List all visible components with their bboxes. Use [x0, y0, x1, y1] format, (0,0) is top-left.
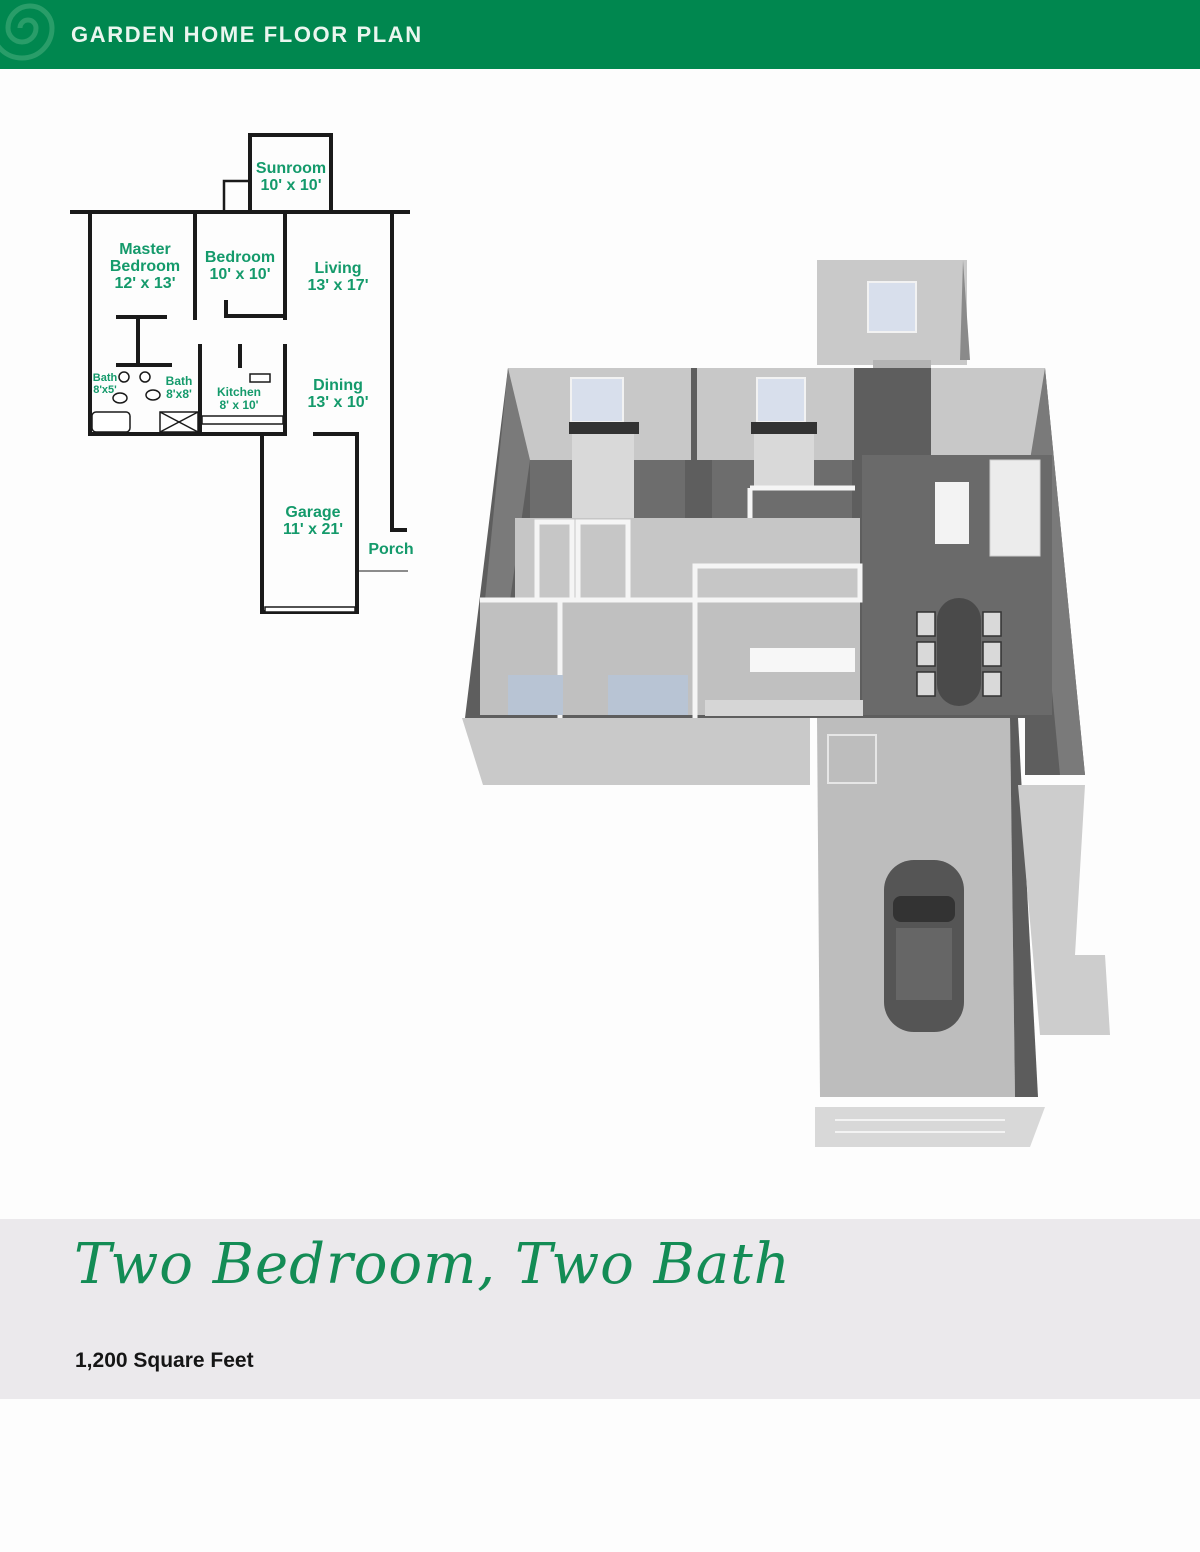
page-title: GARDEN HOME FLOOR PLAN — [71, 22, 423, 47]
swirl-icon — [0, 3, 55, 61]
room-label-bath: Bath 8'x8' — [160, 375, 198, 401]
room-name: Kitchen — [216, 385, 261, 399]
room-size: 8'x5' — [93, 384, 117, 396]
room-label-living: Living 13' x 17' — [295, 260, 381, 294]
page-header: GARDEN HOME FLOOR PLAN — [0, 0, 1200, 69]
room-label-garage: Garage 11' x 21' — [270, 504, 356, 538]
room-name: Bath — [92, 372, 118, 384]
square-footage: 1,200 Square Feet — [75, 1349, 254, 1372]
room-label-dining: Dining 13' x 10' — [295, 377, 381, 411]
room-label-kitchen: Kitchen 8' x 10' — [205, 386, 273, 412]
room-size: 8'x8' — [166, 387, 192, 401]
room-size: 13' x 10' — [307, 394, 369, 411]
room-size: 10' x 10' — [209, 266, 271, 283]
room-name: Dining — [313, 377, 363, 394]
room-label-master-bedroom: Master Bedroom 12' x 13' — [98, 241, 192, 292]
room-name: Sunroom — [255, 160, 327, 177]
floor-plan-3d-render — [462, 260, 1110, 1147]
room-label-porch: Porch — [364, 541, 418, 558]
room-label-bath-small: Bath 8'x5' — [91, 372, 119, 396]
room-name: Master Bedroom — [109, 241, 181, 275]
unit-headline: Two Bedroom, Two Bath — [74, 1232, 791, 1297]
room-size: 8' x 10' — [219, 398, 259, 412]
room-name: Porch — [368, 541, 414, 558]
room-size: 11' x 21' — [282, 521, 344, 538]
room-name: Garage — [285, 504, 341, 521]
room-name: Bedroom — [204, 249, 276, 266]
room-label-bedroom: Bedroom 10' x 10' — [197, 249, 283, 283]
room-label-sunroom: Sunroom 10' x 10' — [250, 160, 332, 194]
room-size: 13' x 17' — [307, 277, 369, 294]
room-size: 12' x 13' — [114, 275, 176, 292]
floor-plan-2d — [70, 133, 410, 614]
room-size: 10' x 10' — [260, 177, 322, 194]
room-name: Bath — [165, 374, 193, 388]
room-name: Living — [314, 260, 362, 277]
summary-band — [0, 1219, 1200, 1399]
